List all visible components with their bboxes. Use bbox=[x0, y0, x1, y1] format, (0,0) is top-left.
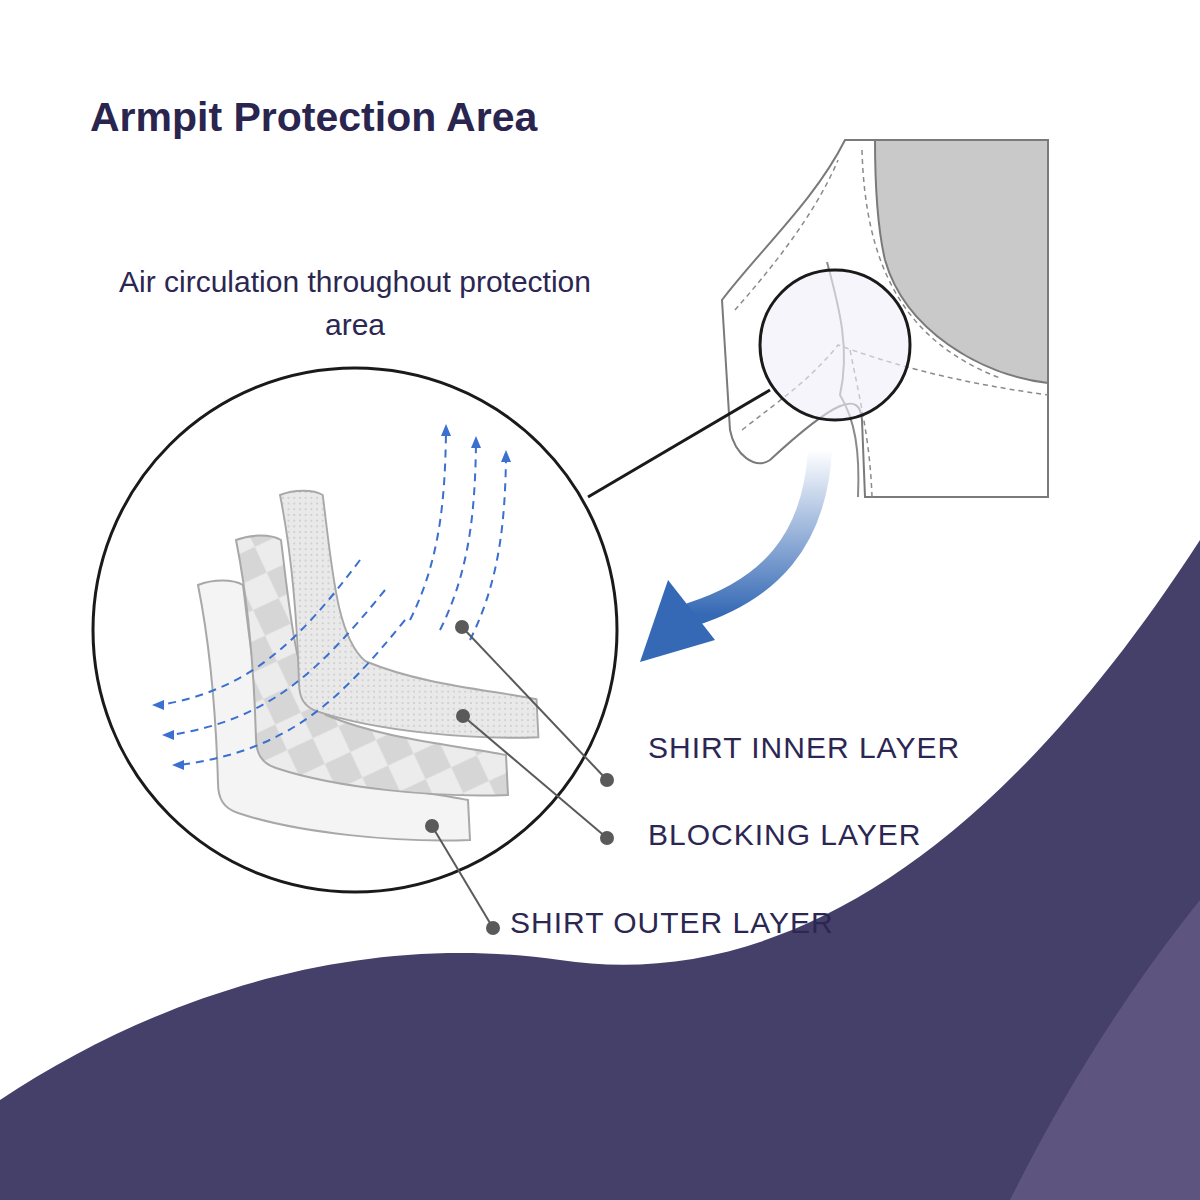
shirt-illustration bbox=[722, 140, 1048, 497]
diagram-title: Armpit Protection Area bbox=[90, 94, 537, 141]
zoom-arrow bbox=[640, 450, 820, 662]
layer-label: SHIRT INNER LAYER bbox=[648, 731, 960, 765]
air-flow-arrows bbox=[160, 432, 506, 765]
layer-label: SHIRT OUTER LAYER bbox=[510, 906, 834, 940]
layer-label: BLOCKING LAYER bbox=[648, 818, 922, 852]
zoom-line bbox=[588, 390, 770, 497]
leader-lines bbox=[426, 621, 613, 934]
wave-band bbox=[1010, 900, 1200, 1200]
magnifier-circle bbox=[93, 368, 617, 892]
air-flow-heads bbox=[152, 424, 511, 770]
fabric-layers bbox=[198, 491, 538, 841]
note-text: Air circulation throughout protection ar… bbox=[105, 260, 605, 346]
